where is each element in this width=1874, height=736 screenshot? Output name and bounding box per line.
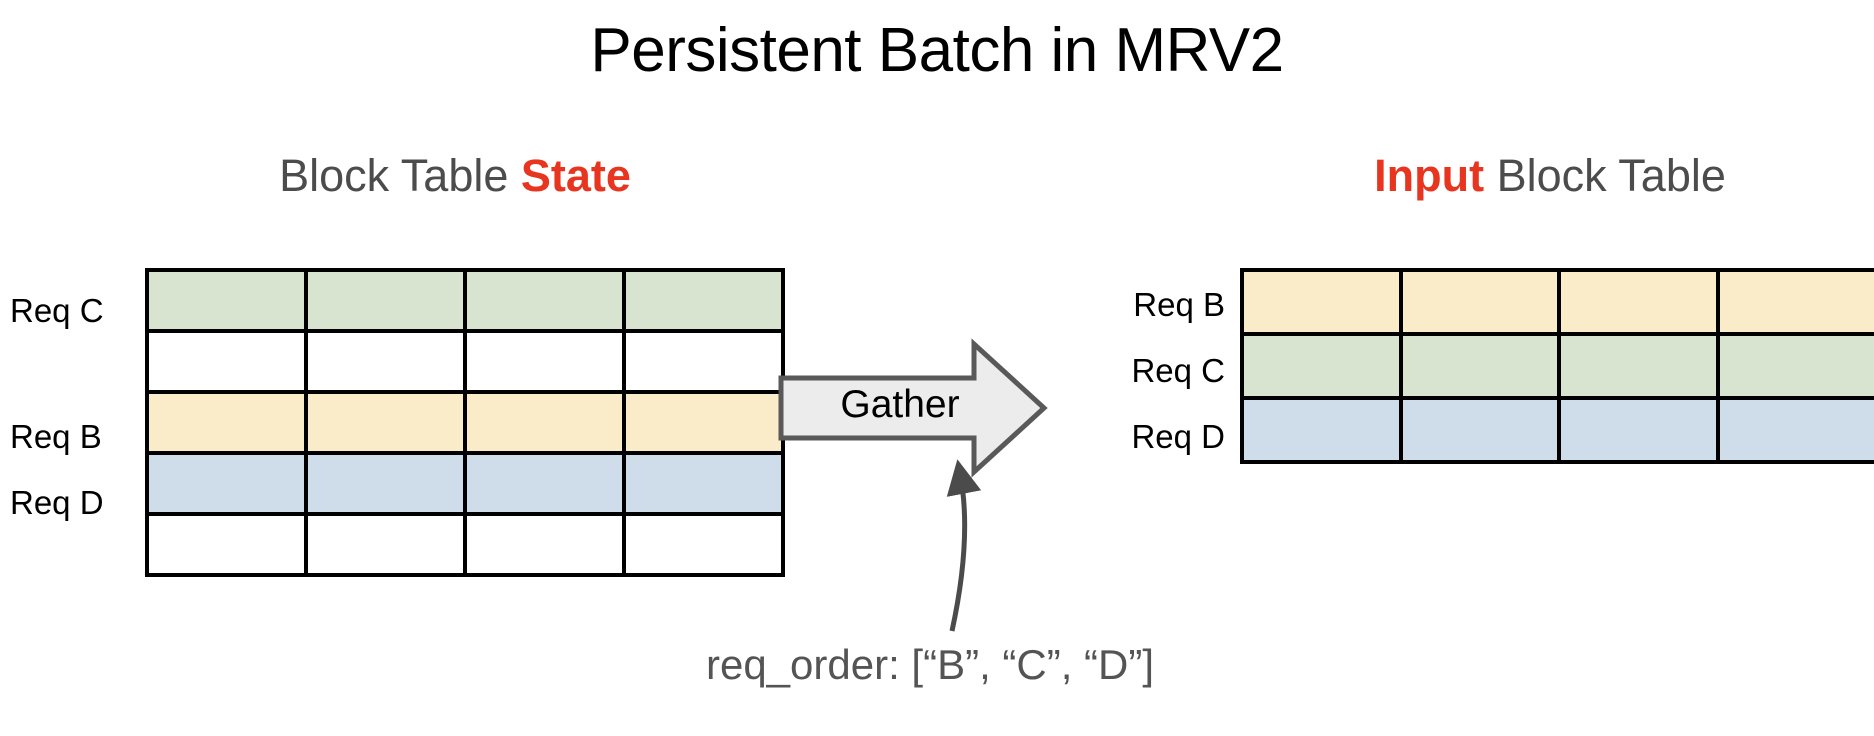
- input-cell-r2c0: [1240, 396, 1403, 464]
- state-row-label-req-b: Req B: [10, 418, 102, 455]
- state-cell-r0c3: [622, 268, 785, 333]
- input-cell-r0c2: [1557, 268, 1720, 336]
- gather-label: Gather: [840, 383, 960, 426]
- state-table-body: [145, 268, 785, 577]
- state-cell-r3c1: [304, 451, 467, 516]
- input-cell-r1c0: [1240, 332, 1403, 400]
- input-row-label-req-c: Req C: [1131, 352, 1225, 389]
- left-heading-accent: State: [520, 150, 631, 201]
- block-table-input: [1240, 268, 1874, 464]
- state-cell-r4c2: [463, 512, 626, 577]
- state-cell-r2c2: [463, 390, 626, 455]
- input-cell-r2c2: [1557, 396, 1720, 464]
- state-cell-r4c3: [622, 512, 785, 577]
- state-cell-r0c1: [304, 268, 467, 333]
- req-order-annotation: req_order: [“B”, “C”, “D”]: [705, 641, 1155, 688]
- state-cell-r2c3: [622, 390, 785, 455]
- table-row: [1240, 396, 1874, 464]
- callout-arrow-path: [946, 459, 982, 632]
- state-cell-r1c1: [304, 329, 467, 394]
- state-cell-r3c0: [145, 451, 308, 516]
- state-row-label-req-d: Req D: [10, 484, 104, 521]
- input-table-body: [1240, 268, 1874, 464]
- input-cell-r0c3: [1715, 268, 1874, 336]
- state-cell-r4c0: [145, 512, 308, 577]
- state-cell-r3c3: [622, 451, 785, 516]
- block-table-state: [145, 268, 785, 577]
- state-cell-r3c2: [463, 451, 626, 516]
- state-cell-r2c0: [145, 390, 308, 455]
- input-cell-r1c3: [1715, 332, 1874, 400]
- table-row: [145, 390, 785, 455]
- table-row: [1240, 268, 1874, 336]
- input-cell-r2c1: [1398, 396, 1561, 464]
- table-row: [145, 451, 785, 516]
- state-cell-r0c2: [463, 268, 626, 333]
- input-row-label-req-d: Req D: [1131, 418, 1225, 455]
- state-cell-r1c0: [145, 329, 308, 394]
- state-cell-r1c2: [463, 329, 626, 394]
- state-cell-r4c1: [304, 512, 467, 577]
- input-cell-r1c1: [1398, 332, 1561, 400]
- state-cell-r2c1: [304, 390, 467, 455]
- state-cell-r0c0: [145, 268, 308, 333]
- state-row-label-req-c: Req C: [10, 292, 104, 329]
- gather-arrow-polygon: [778, 338, 1048, 478]
- gather-arrow-shape: [778, 338, 1048, 478]
- left-panel-heading: Block Table State: [145, 150, 765, 202]
- input-cell-r2c3: [1715, 396, 1874, 464]
- state-cell-r1c3: [622, 329, 785, 394]
- input-cell-r0c1: [1398, 268, 1561, 336]
- right-heading-plain: Block Table: [1484, 150, 1726, 201]
- table-row: [145, 512, 785, 577]
- input-cell-r0c0: [1240, 268, 1403, 336]
- table-row: [145, 268, 785, 333]
- req-order-callout-arrow: [946, 459, 982, 632]
- right-panel-heading: Input Block Table: [1240, 150, 1860, 202]
- table-row: [1240, 332, 1874, 400]
- table-row: [145, 329, 785, 394]
- page-title: Persistent Batch in MRV2: [590, 16, 1284, 85]
- right-heading-accent: Input: [1374, 150, 1485, 201]
- left-heading-plain: Block Table: [279, 150, 521, 201]
- input-row-label-req-b: Req B: [1133, 286, 1225, 323]
- input-cell-r1c2: [1557, 332, 1720, 400]
